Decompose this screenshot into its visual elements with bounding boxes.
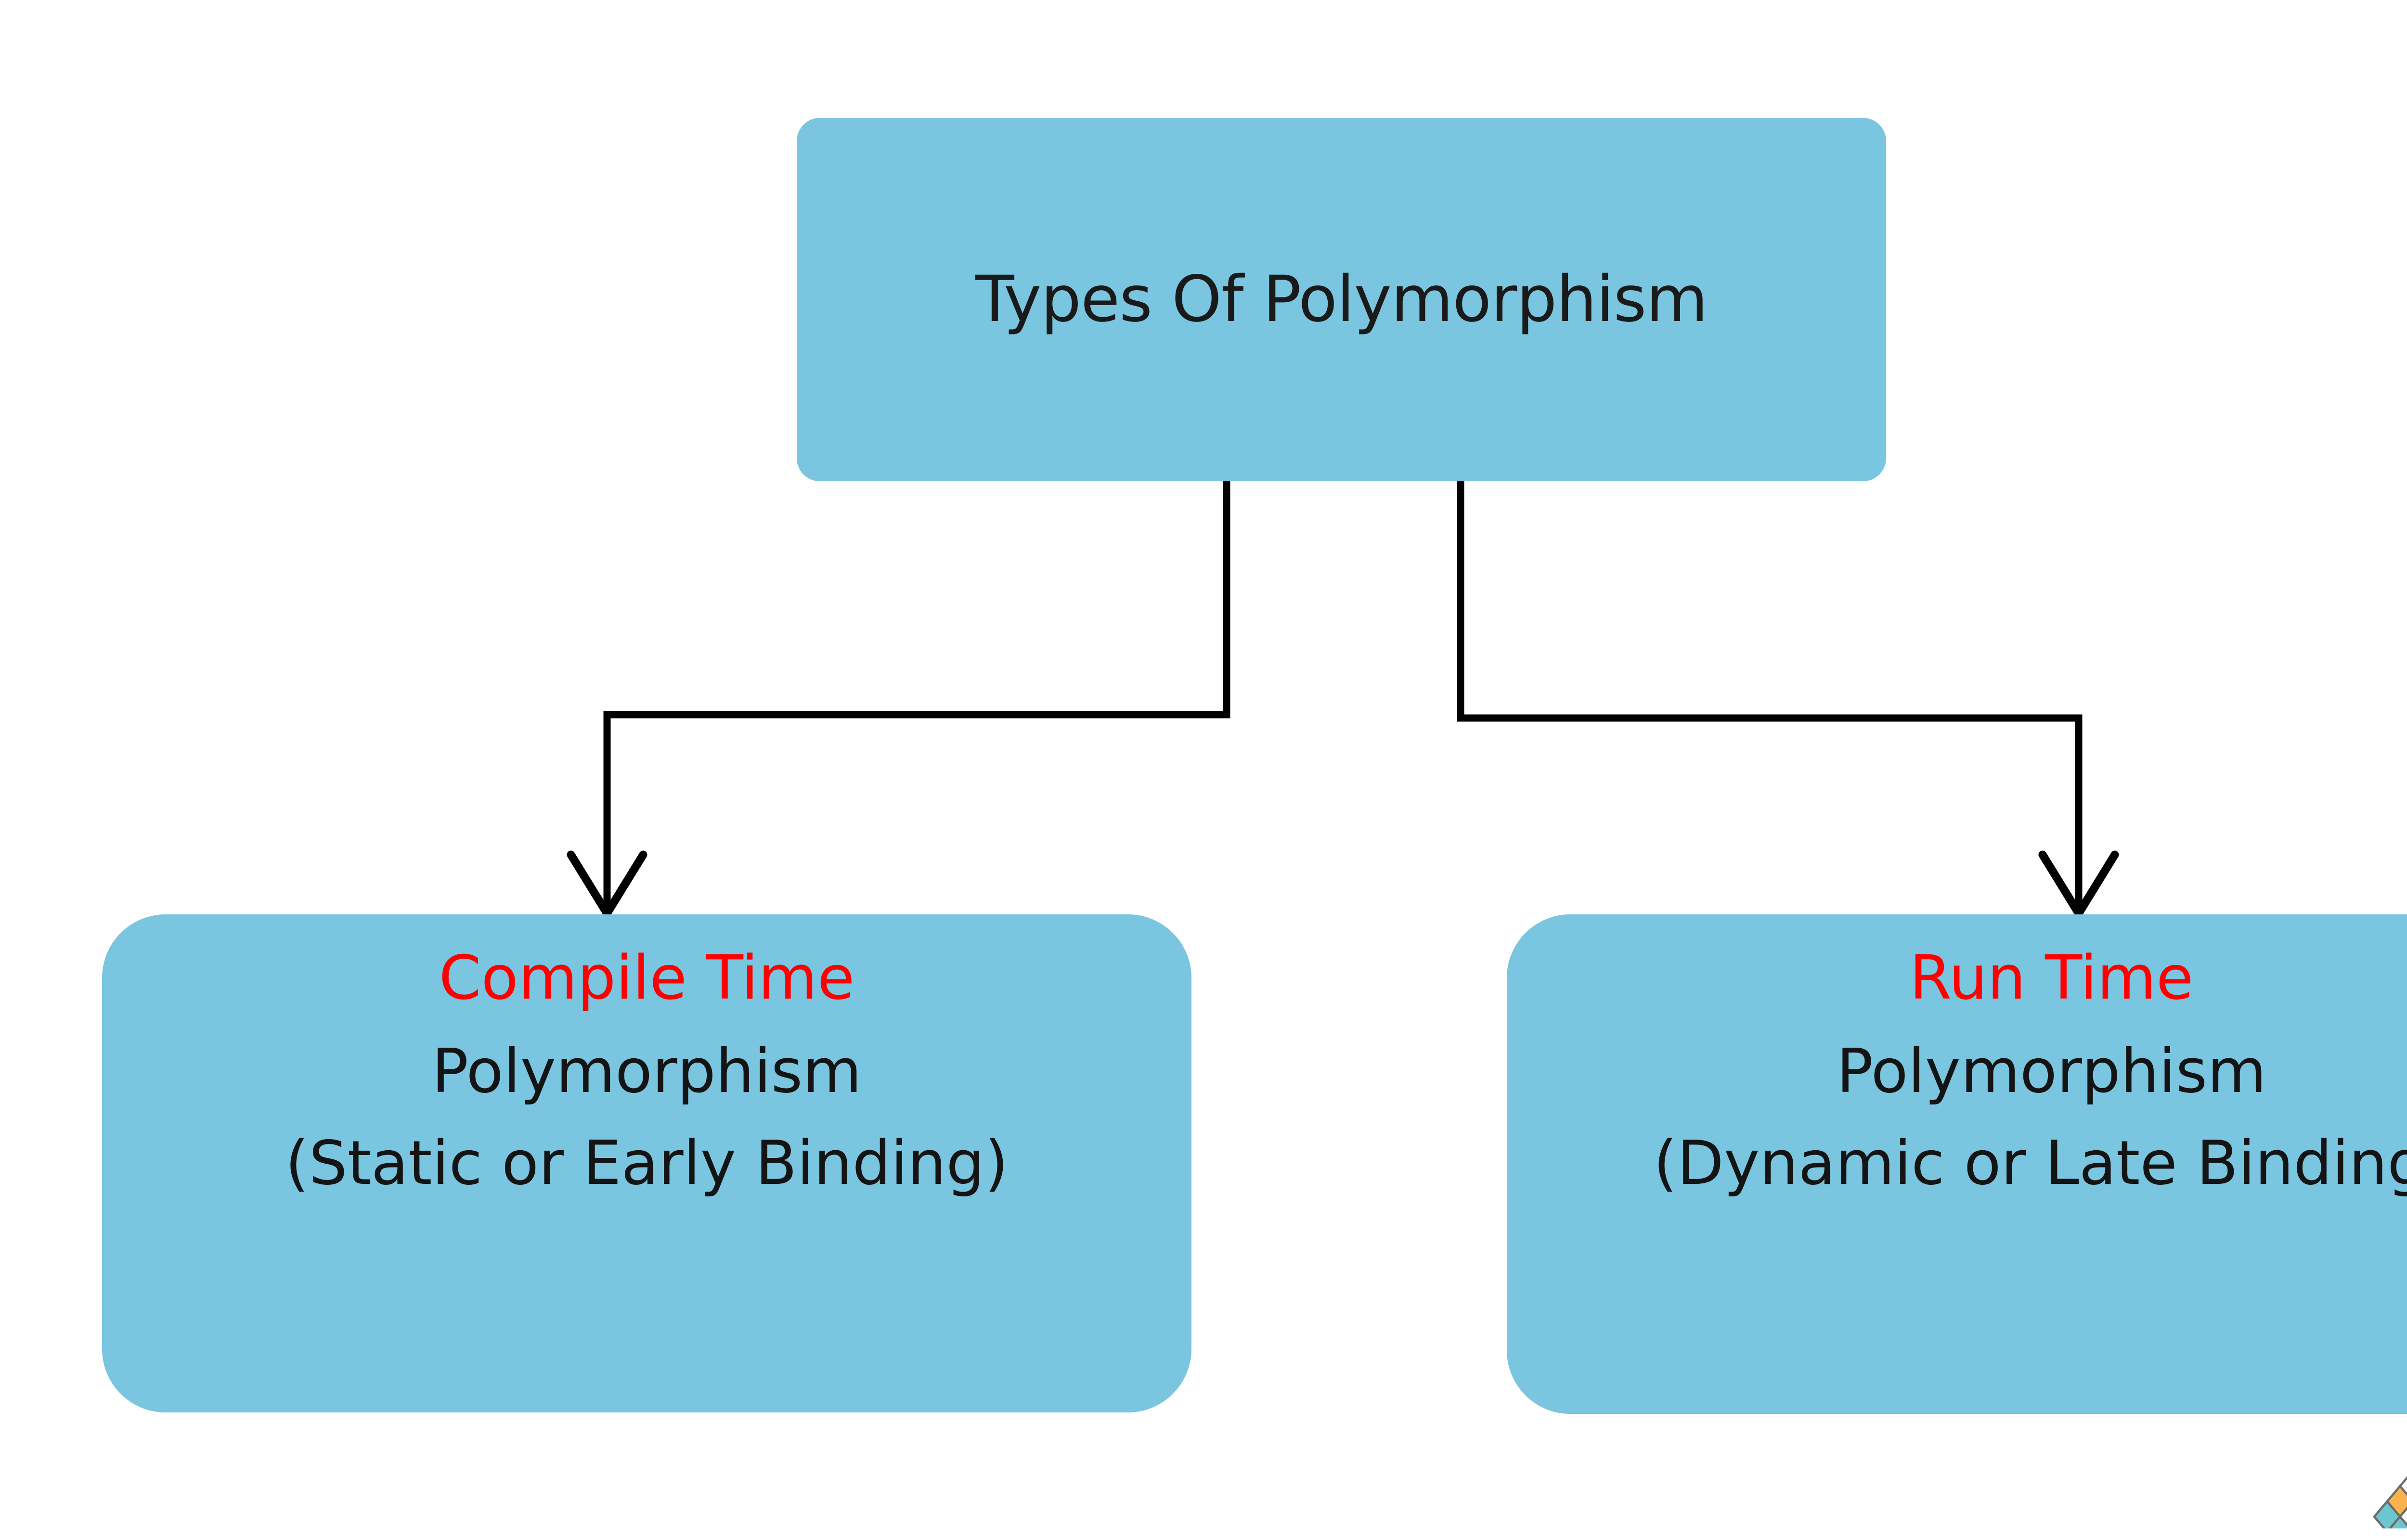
interviewbit-logo: InterviewBit (2373, 1450, 2407, 1530)
node-root-title: Types Of Polymorphism (975, 262, 1708, 336)
arrowhead-right-icon (2038, 850, 2119, 918)
arrowhead-left-icon (567, 850, 647, 918)
connector-right-branch (1457, 481, 2083, 911)
node-compile-time-polymorphism[interactable]: Compile Time Polymorphism (Static or Ear… (102, 914, 1191, 1412)
node-run-time-polymorphism[interactable]: Run Time Polymorphism (Dynamic or Late B… (1507, 914, 2407, 1414)
node-compile-time-note: (Static or Early Binding) (285, 1128, 1009, 1199)
node-run-time-heading: Run Time (1909, 942, 2194, 1013)
node-compile-time-heading: Compile Time (439, 942, 855, 1013)
node-run-time-subject: Polymorphism (1836, 1035, 2266, 1106)
interviewbit-diamond-mark-icon (2373, 1476, 2407, 1528)
connector-left-branch (603, 481, 1230, 911)
node-run-time-note: (Dynamic or Late Binding) (1653, 1128, 2407, 1199)
node-compile-time-subject: Polymorphism (431, 1035, 862, 1106)
node-types-of-polymorphism[interactable]: Types Of Polymorphism (797, 118, 1886, 481)
